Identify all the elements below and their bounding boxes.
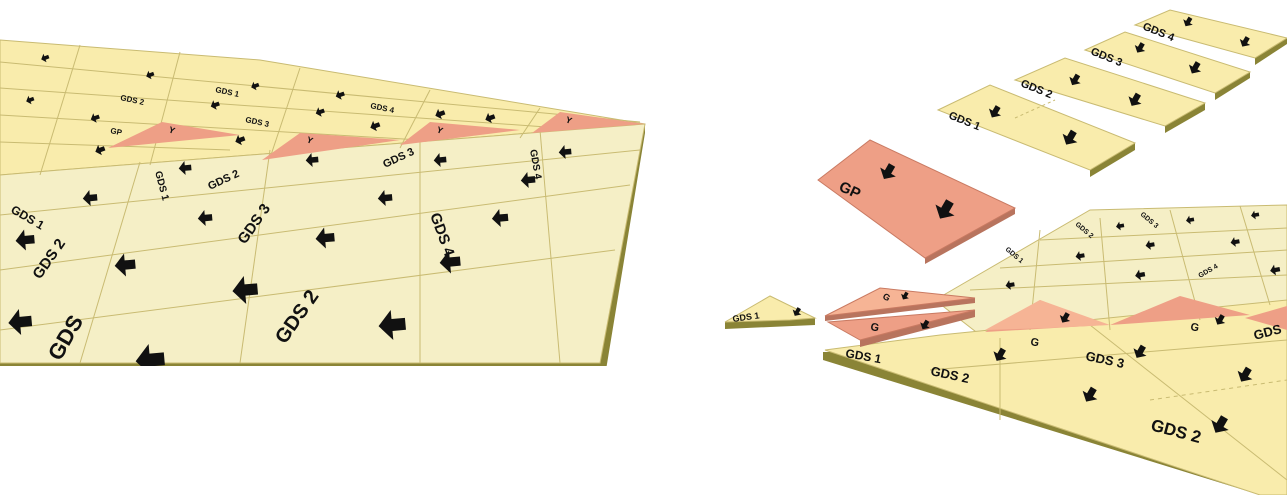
gp-tile-face	[818, 140, 1015, 258]
floating-gds-strip: GDS 1 GDS 2 GDS 3 GDS 4	[938, 10, 1287, 177]
right-assembled-floor	[823, 205, 1287, 495]
left-floor-panel: Y Y Y Y GDS 4 GDS 3 GDS 2 GDS 1 GP GDS 1…	[0, 40, 645, 377]
right-panel: GDS 1 GDS 2 GDS 3 GDS 4 GP	[725, 10, 1287, 495]
small-gds-tile: GDS 1	[725, 296, 815, 329]
gp-tile: GP	[818, 140, 1015, 264]
